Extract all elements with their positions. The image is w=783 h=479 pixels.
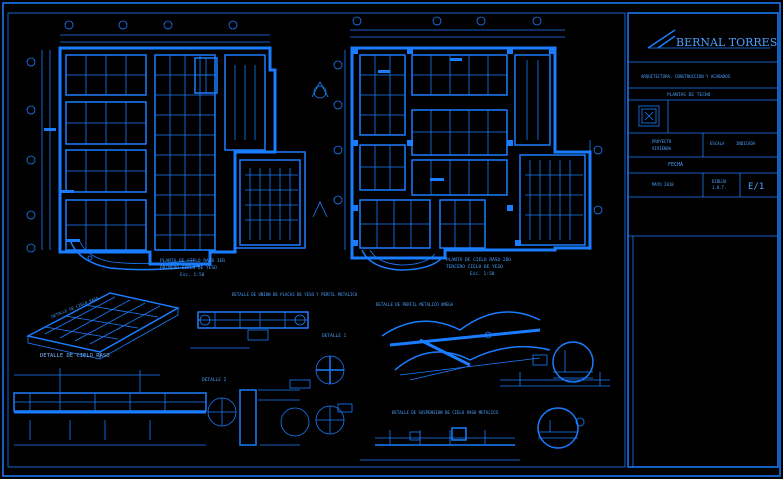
detail-2-title: DETALLE DE UNION DE PLACAS DE YESO Y PER… bbox=[232, 292, 358, 297]
right-plan-axis-top bbox=[350, 16, 565, 38]
company-logo: BERNAL TORRES bbox=[647, 29, 777, 49]
project-line: ARQUITECTURA, CONSTRUCCION Y ACABADOS bbox=[641, 74, 731, 79]
right-plan-axis-left bbox=[333, 50, 346, 250]
key-plan-icon bbox=[638, 105, 660, 127]
detail-union-profile: DETALLE DE UNION DE PLACAS DE YESO Y PER… bbox=[190, 292, 358, 349]
field-c-value: MAYO 2018 bbox=[652, 182, 674, 187]
field-d-label: DIBUJO bbox=[712, 179, 727, 184]
field-c-label: FECHA bbox=[668, 162, 683, 168]
detail-4-title: DETALLE DE PERFIL METALICO OMEGA bbox=[376, 302, 454, 307]
left-north-arrow-icon bbox=[311, 81, 329, 99]
detail-ceiling-section bbox=[13, 368, 207, 446]
left-plan-scale: Esc. 1:50 bbox=[180, 272, 205, 278]
detail-profile-circles bbox=[500, 341, 610, 449]
company-name: BERNAL TORRES bbox=[676, 36, 777, 49]
left-plan-caption-2: PRIMERO CIELO DE YESO bbox=[160, 265, 217, 271]
detail-3: DETALLE 1 bbox=[289, 333, 347, 389]
detail-6-title: DETALLE DE SUSPENSION DE CIELO RASO META… bbox=[392, 410, 499, 415]
detail-5-title: DETALLE 2 bbox=[202, 377, 227, 383]
left-north-arrow-icon-2 bbox=[312, 201, 328, 218]
detail-1-title: DETALLE DE CIELO RASO bbox=[40, 353, 110, 359]
detail-2: DETALLE 2 bbox=[202, 377, 353, 446]
detail-3-title: DETALLE 1 bbox=[322, 333, 347, 339]
detail-omega-profile: DETALLE DE PERFIL METALICO OMEGA bbox=[376, 302, 551, 381]
sheet-number: E/1 bbox=[748, 182, 764, 192]
field-a-label: PROYECTO bbox=[652, 139, 672, 144]
left-plan-axis-top bbox=[60, 20, 270, 43]
right-plan-caption-1: PLANTA DE CIELO RASO 2DO bbox=[446, 257, 511, 263]
left-ceiling-plan: PLANTA DE CIELO RASO 1ER PRIMERO CIELO D… bbox=[26, 20, 329, 278]
detail-1-tag: DETALLE DE CIELO RASO bbox=[51, 295, 100, 319]
left-plan-caption-1: PLANTA DE CIELO RASO 1ER bbox=[160, 258, 225, 264]
left-plan-room-grid bbox=[65, 54, 301, 251]
field-b-label: ESCALA bbox=[710, 141, 725, 146]
right-ceiling-plan: PLANTA DE CIELO RASO 2DO TERCERO CIELO D… bbox=[333, 16, 603, 277]
left-plan-axis-left bbox=[26, 50, 51, 253]
drawing-area-frame bbox=[7, 12, 626, 468]
field-a-value: VIVIENDA bbox=[652, 146, 672, 151]
drawing-title: PLANTAS DE TECHO bbox=[667, 92, 711, 98]
detail-ceiling-isometric: DETALLE DE CIELO RASO DETALLE DE CIELO R… bbox=[25, 292, 181, 360]
right-plan-caption-2: TERCERO CIELO DE YESO bbox=[446, 264, 503, 270]
detail-suspension: DETALLE DE SUSPENSION DE CIELO RASO META… bbox=[360, 410, 520, 461]
right-plan-scale: Esc. 1:50 bbox=[470, 271, 495, 277]
field-d-value: J.B.T. bbox=[712, 185, 726, 190]
right-plan-room-grid bbox=[359, 54, 586, 249]
annotation-marks bbox=[44, 58, 462, 242]
field-b-value: INDICADA bbox=[736, 141, 756, 146]
title-block: BERNAL TORRES ARQUITECTURA, CONSTRUCCION… bbox=[627, 12, 779, 468]
right-plan-axis-right bbox=[589, 140, 603, 250]
right-plan-columns bbox=[352, 48, 555, 246]
